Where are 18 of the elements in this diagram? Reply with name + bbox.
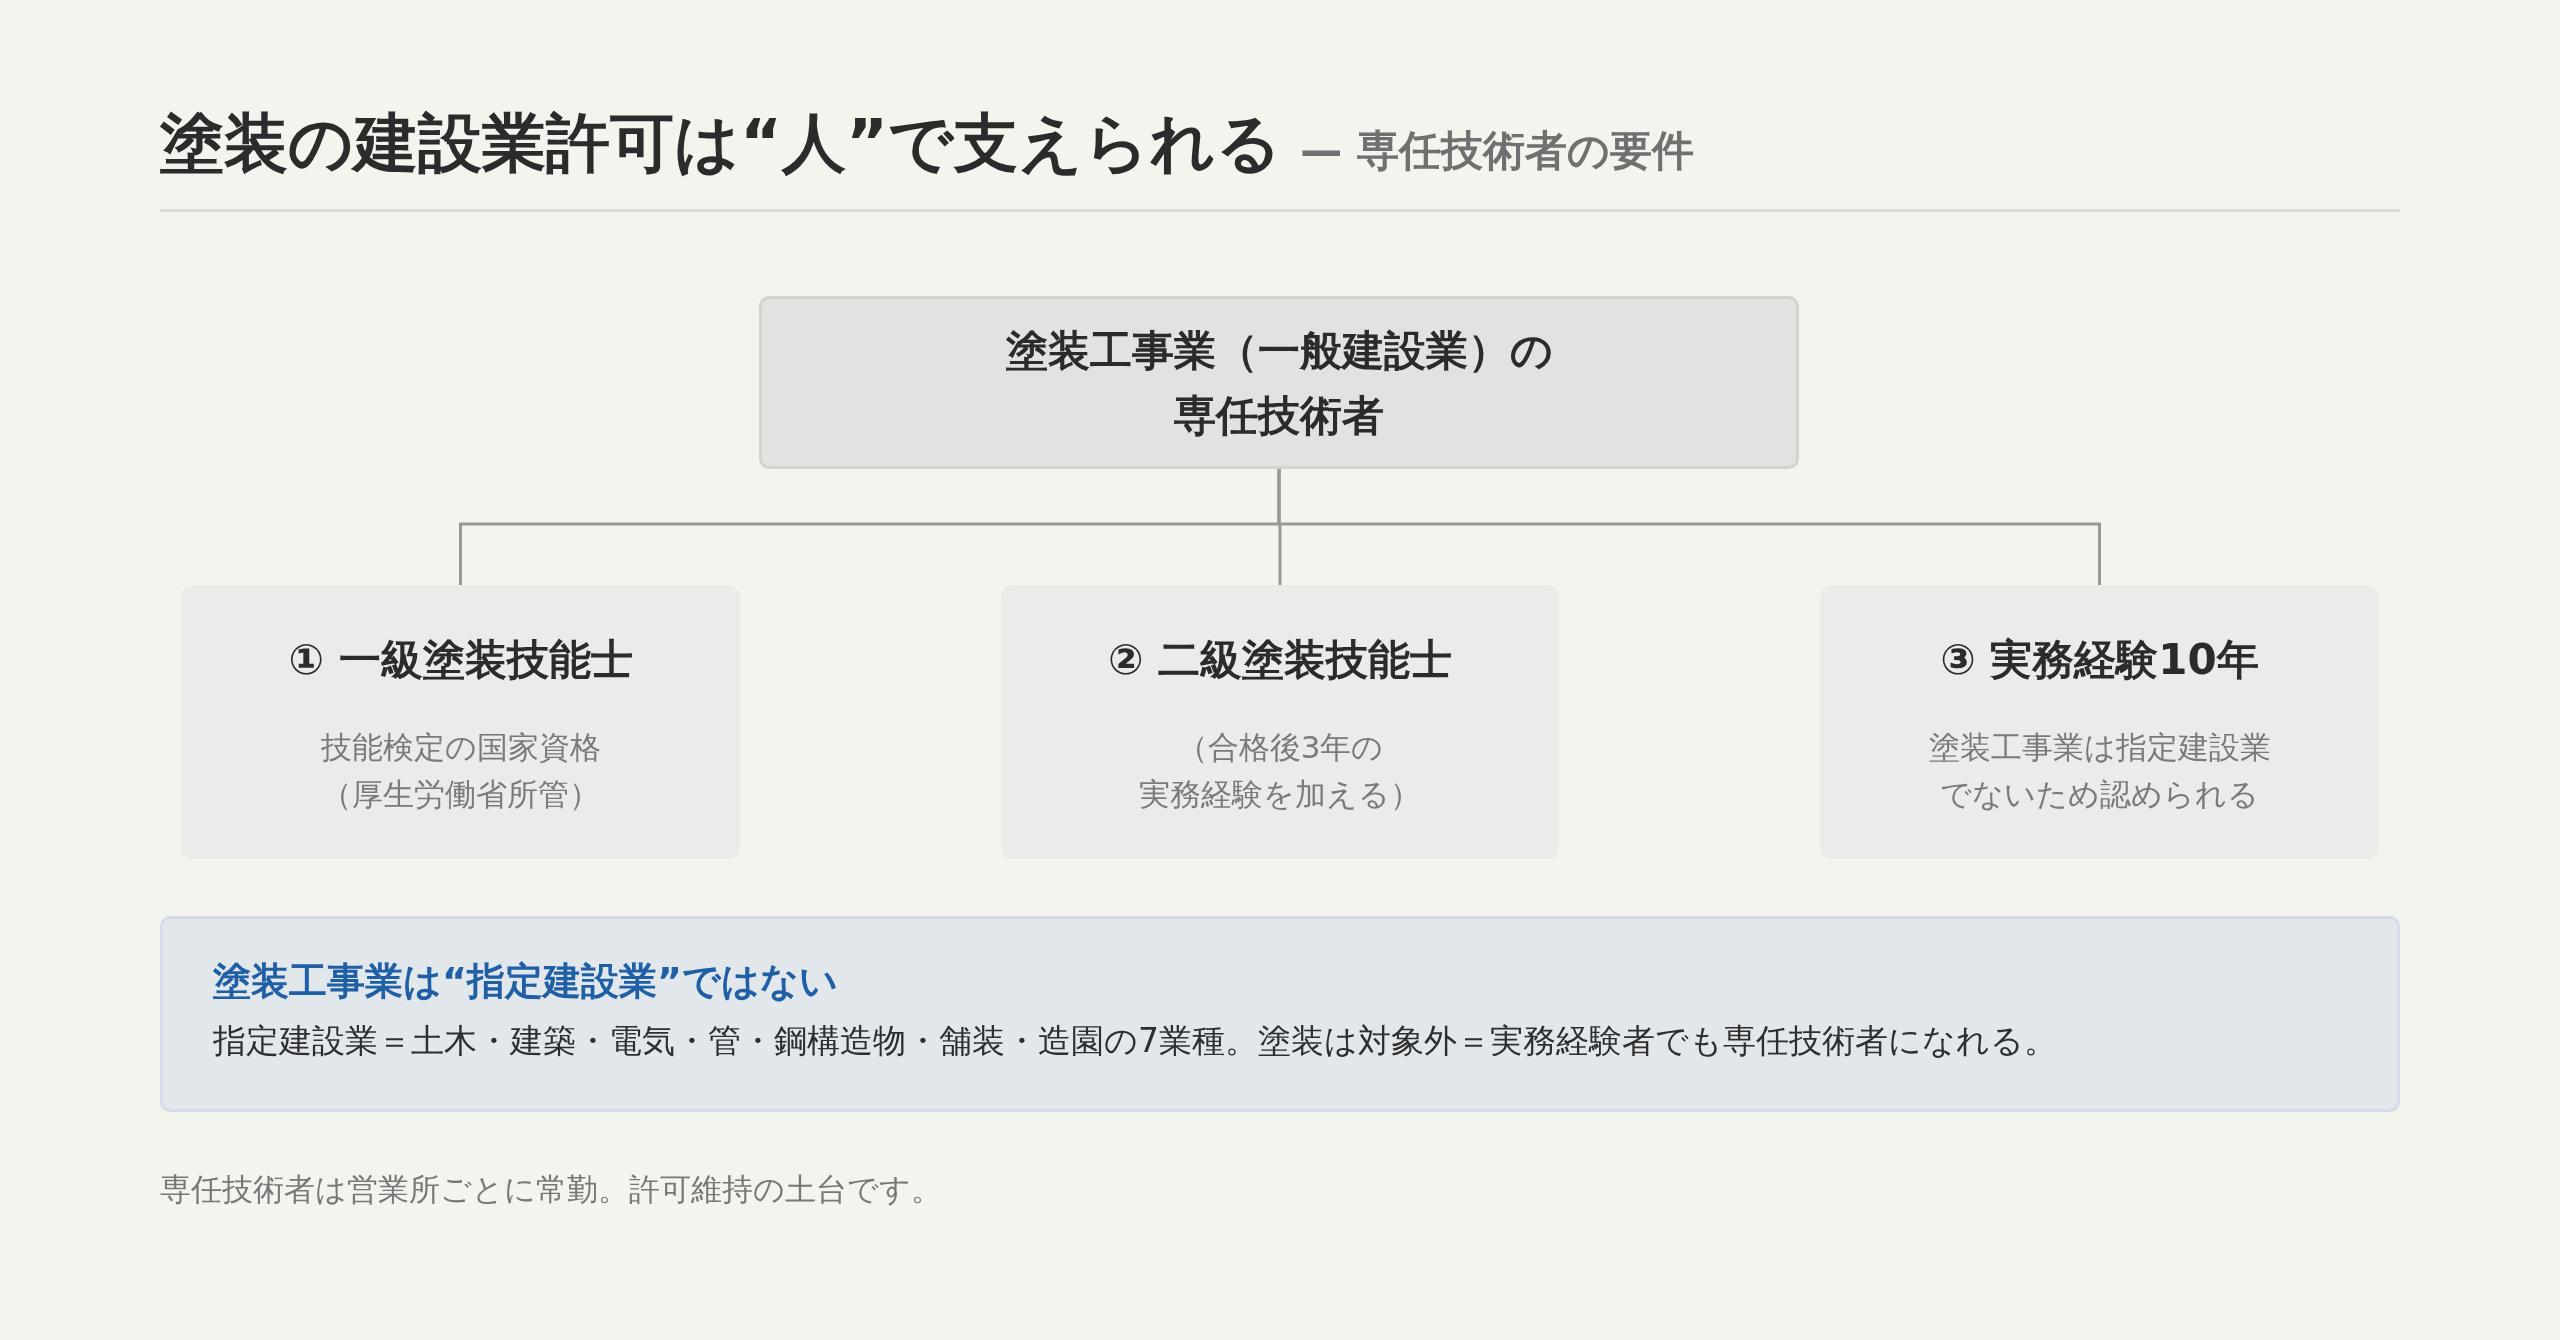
card-heading: ③ 実務経験10年 [1940, 634, 2259, 686]
connector-line [1277, 469, 2101, 585]
note-heading: 塗装工事業は“指定建設業”ではない [213, 958, 838, 1005]
note-text: 指定建設業＝土木・建築・電気・管・鋼構造物・舗装・造園の7業種。塗装は対象外＝実務経験者でも専任技術者になれる。 [213, 1020, 2057, 1062]
card-heading: ① 一級塗装技能士 [288, 634, 633, 686]
option-card [1001, 585, 1559, 859]
option-card [181, 585, 740, 859]
subtitle: — 専任技術者の要件 [1300, 125, 1694, 177]
card-heading: ② 二級塗装技能士 [1107, 634, 1453, 686]
card-text: 技能検定の国家資格（厚生労働省所管） [320, 728, 601, 814]
card-text: 塗装工事業は指定建設業でないため認められる [1928, 728, 2271, 814]
option-card [1820, 585, 2379, 859]
note-panel [160, 916, 2400, 1112]
footnote: 専任技術者は営業所ごとに常勤。許可維持の土台です。 [160, 1170, 942, 1209]
page-title: 塗装の建設業許可は“人”で支えられる [160, 105, 1283, 182]
header-box [759, 296, 1799, 469]
card-text: （合格後3年の実務経験を加える） [1139, 728, 1421, 814]
box-title: 塗装工事業（一般建設業）の専任技術者 [1005, 324, 1553, 442]
